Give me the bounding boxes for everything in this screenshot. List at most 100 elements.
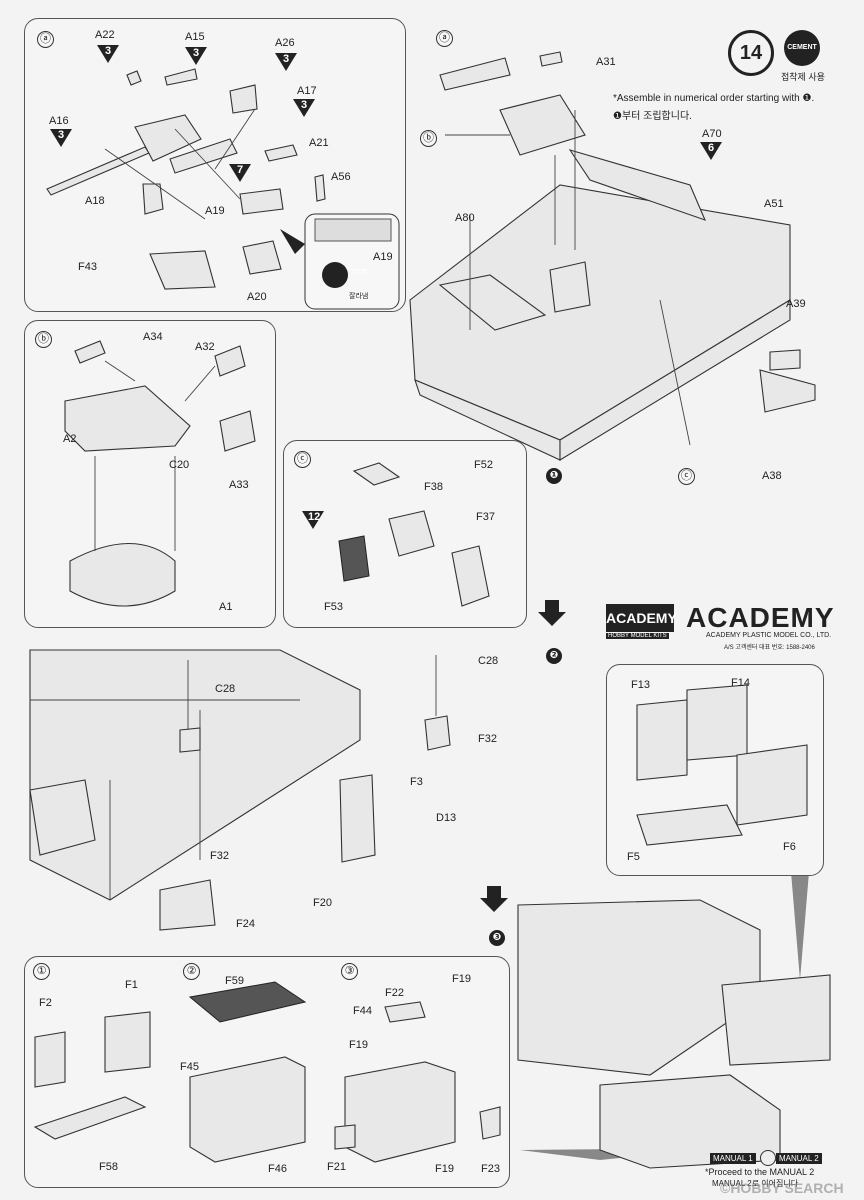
part-label-A2: A2	[63, 433, 77, 445]
part-label-F45: F45	[180, 1061, 199, 1073]
part-label-A51: A51	[764, 198, 784, 210]
part-label-C28-right: C28	[478, 655, 499, 667]
part-label-F46: F46	[268, 1163, 287, 1175]
qty-badge-A19: 7	[229, 164, 251, 182]
part-label-D13: D13	[436, 812, 457, 824]
step-number-badge: 14	[728, 30, 774, 76]
part-label-A39: A39	[786, 298, 806, 310]
part-label-A15: A15	[185, 31, 205, 43]
part-label-A26: A26	[275, 37, 295, 49]
part-label-F3: F3	[410, 776, 423, 788]
main-b-marker: ⓑ	[420, 130, 437, 147]
part-label-F23: F23	[481, 1163, 500, 1175]
part-label-F1: F1	[125, 979, 138, 991]
gun-assembly-panel: ⓐ A22 3 A15 3 A26 3 A17 3 A16 3 A21 A56 …	[24, 18, 406, 312]
step1-label: ❶	[546, 468, 562, 484]
part-label-A16: A16	[49, 115, 69, 127]
storage-box-panel: ① ② ③ F2 F1 F58 F59 F45 F46 F22 F19 F44 …	[24, 956, 510, 1188]
part-label-A34: A34	[143, 331, 163, 343]
part-label-F21: F21	[327, 1161, 346, 1173]
part-label-A33: A33	[229, 479, 249, 491]
part-label-F52: F52	[474, 459, 493, 471]
part-label-A20: A20	[247, 291, 267, 303]
part-label-F24: F24	[236, 918, 255, 930]
basket-inset-panel: F13 F14 F5 F6	[606, 664, 824, 876]
part-label-A1: A1	[219, 601, 233, 613]
cement-icon: CEMENT	[784, 30, 820, 66]
sub-step-3-marker: ③	[341, 963, 358, 980]
cut-korean-label: 잘라냄	[349, 293, 369, 300]
qty-badge-A16: 3	[50, 129, 72, 147]
qty-badge-A22: 3	[97, 45, 119, 63]
part-label-F20: F20	[313, 897, 332, 909]
part-label-F59: F59	[225, 975, 244, 987]
panel-b-marker: ⓑ	[35, 331, 52, 348]
part-label-A18: A18	[85, 195, 105, 207]
sub-step-1-marker: ①	[33, 963, 50, 980]
part-label-F58: F58	[99, 1161, 118, 1173]
periscope-assembly-panel: ⓒ F52 F38 F37 12 F53	[283, 440, 527, 628]
part-label-F32-right: F32	[478, 733, 497, 745]
part-label-F37: F37	[476, 511, 495, 523]
basket-drawing	[636, 684, 808, 846]
part-label-A19-detail: A19	[373, 251, 393, 263]
part-label-A32: A32	[195, 341, 215, 353]
qty-badge-A26: 3	[275, 53, 297, 71]
academy-wordmark: ACADEMY	[686, 602, 835, 633]
proceed-note: *Proceed to the MANUAL 2	[705, 1167, 815, 1177]
part-label-F32-left: F32	[210, 850, 229, 862]
qty-badge-A15: 3	[185, 47, 207, 65]
watermark: ©HOBBY SEARCH	[720, 1180, 844, 1196]
part-label-C28-left: C28	[215, 683, 236, 695]
main-a-marker: ⓐ	[436, 30, 453, 47]
part-label-A22: A22	[95, 29, 115, 41]
part-label-F19-top: F19	[452, 973, 471, 985]
part-label-A70: A70	[702, 128, 722, 140]
assembly-order-note-korean: ❶부터 조립합니다.	[613, 111, 692, 122]
manual2-tab: MANUAL 2	[776, 1153, 822, 1164]
part-label-F13: F13	[631, 679, 650, 691]
assembly-order-note: *Assemble in numerical order starting wi…	[613, 93, 815, 104]
step3-label: ❸	[489, 930, 505, 946]
qty-badge-A70: 6	[700, 142, 722, 160]
book-icon	[760, 1150, 776, 1166]
part-label-A31: A31	[596, 56, 616, 68]
part-label-A17: A17	[297, 85, 317, 97]
academy-logo-sub: HOBBY MODEL KITS	[606, 633, 669, 639]
cut-icon-label: CUT	[353, 269, 368, 276]
academy-service-number: A/S 고객센터 대표 번호: 1588-2406	[724, 645, 815, 651]
step2-label: ❷	[546, 648, 562, 664]
part-label-A21: A21	[309, 137, 329, 149]
part-label-A38: A38	[762, 470, 782, 482]
panel-c-marker: ⓒ	[294, 451, 311, 468]
cupola-assembly-panel: ⓑ A34 A32 A2 C20 A33 A1	[24, 320, 276, 628]
part-label-F19-left: F19	[349, 1039, 368, 1051]
part-label-A80: A80	[455, 212, 475, 224]
gun-assembly-drawing	[46, 68, 400, 310]
academy-company-name: ACADEMY PLASTIC MODEL CO., LTD.	[706, 632, 832, 639]
part-label-F44: F44	[353, 1005, 372, 1017]
part-label-F6: F6	[783, 841, 796, 853]
part-label-C20: C20	[169, 459, 190, 471]
qty-badge-F53: 12	[302, 511, 324, 529]
storage-box-drawing	[33, 981, 501, 1163]
part-label-F22: F22	[385, 987, 404, 999]
sub-step-2-marker: ②	[183, 963, 200, 980]
part-label-F2: F2	[39, 997, 52, 1009]
part-label-A19: A19	[205, 205, 225, 217]
main-c-marker: ⓒ	[678, 468, 695, 485]
periscope-drawing	[338, 462, 490, 607]
proceed-note-korean: MANUAL 2로 이어집니다	[712, 1179, 799, 1188]
academy-logo-box: ACADEMY	[606, 604, 677, 632]
part-label-F43: F43	[78, 261, 97, 273]
manual1-tab: MANUAL 1	[710, 1153, 756, 1164]
part-label-A56: A56	[331, 171, 351, 183]
part-label-F19-bottom: F19	[435, 1163, 454, 1175]
cement-korean-label: 접착제 사용	[781, 72, 825, 82]
part-label-F5: F5	[627, 851, 640, 863]
part-label-F53: F53	[324, 601, 343, 613]
panel-a-marker: ⓐ	[37, 31, 54, 48]
part-label-F14: F14	[731, 677, 750, 689]
cupola-drawing	[64, 340, 256, 607]
qty-badge-A17: 3	[293, 99, 315, 117]
